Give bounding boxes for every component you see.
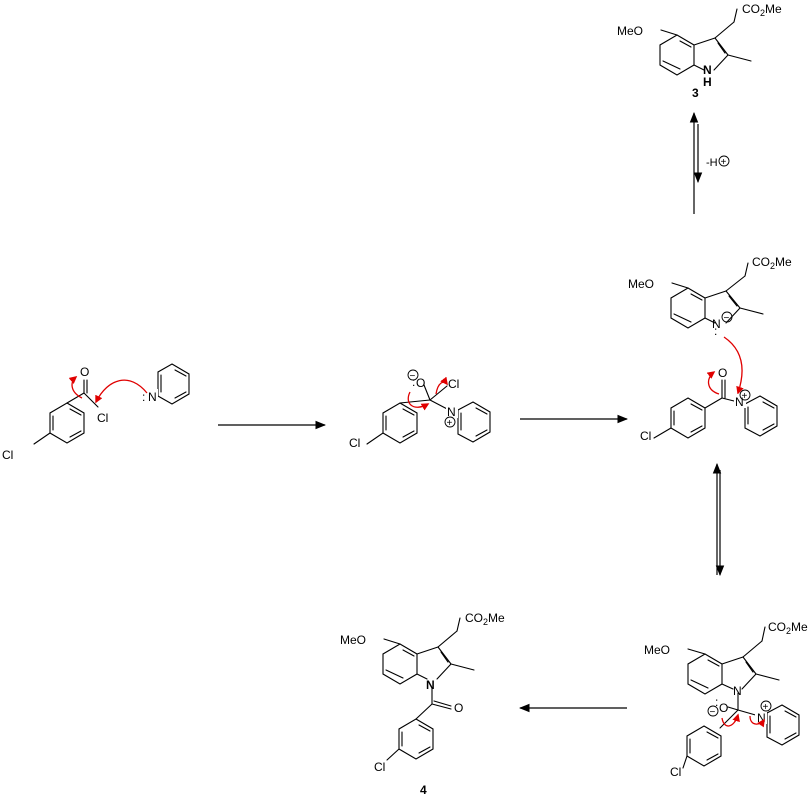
- indole-attack-arrow: [723, 336, 744, 395]
- adduct-indole-nitrogen-label: N: [733, 684, 742, 698]
- tetrahedral-intermediate-molecule: O : − Cl N + Cl: [349, 369, 491, 450]
- acylpyridinium-nitrogen-label: N: [735, 395, 744, 409]
- product-4-chlorine-label: Cl: [374, 760, 385, 774]
- adduct-oxygen-lone-pair: :: [715, 695, 718, 709]
- compound-3-nitrogen-label: N: [703, 63, 712, 77]
- adduct-pyridinium-nitrogen-label: N: [757, 711, 766, 725]
- adduct-oxygen-minus-sign: −: [710, 707, 716, 718]
- compound-3-nh-label: H: [703, 75, 712, 89]
- acyl-oxygen-label: O: [718, 366, 727, 380]
- ester-label: CO2Me: [752, 255, 792, 271]
- methoxy-label: MeO: [628, 277, 654, 291]
- pyridinium-nitrogen-label: N: [447, 405, 456, 419]
- adduct-methoxy-label: MeO: [644, 643, 670, 657]
- product-4-oxygen-label: O: [454, 701, 463, 715]
- acylpyridinium-aryl-chlorine-label: Cl: [640, 429, 651, 443]
- compound-3-methoxy-label: MeO: [617, 24, 643, 38]
- indole-nitrogen-lone-pair: :: [714, 324, 717, 338]
- product-4-methoxy-label: MeO: [340, 633, 366, 647]
- indole-anion-molecule: MeO CO2Me N − :: [628, 255, 792, 338]
- alkoxide-collapse-arrow: [407, 391, 430, 411]
- adduct-oxygen-label: O: [719, 701, 728, 715]
- acylpyridinium-plus-sign: +: [742, 391, 748, 402]
- adduct-collapse-arrow: [721, 713, 740, 727]
- nucleophilic-attack-arrow: [95, 379, 148, 404]
- carbonyl-push-arrow: [68, 376, 83, 399]
- acyl-chloride-molecule: O Cl Cl: [2, 365, 108, 462]
- adduct-ester-label: CO2Me: [768, 620, 808, 636]
- aryl-chlorine-label: Cl: [2, 448, 13, 462]
- compound-3-ester-label: CO2Me: [742, 2, 782, 18]
- acyl-carbonyl-push-arrow: [706, 371, 720, 395]
- pyridine-molecule: N :: [142, 363, 190, 405]
- carbonyl-oxygen-label: O: [80, 365, 89, 379]
- product-4-ester-label: CO2Me: [465, 611, 505, 627]
- adduct-aryl-chlorine-label: Cl: [670, 765, 681, 779]
- nitrogen-lone-pair: :: [142, 390, 145, 404]
- chloride-leaving-arrow: [435, 376, 448, 395]
- product-4-nitrogen-label: N: [426, 678, 435, 692]
- deprotonation-label: -H: [706, 157, 718, 169]
- compound-4-number: 4: [420, 783, 427, 797]
- alkoxide-oxygen-label: O: [416, 376, 425, 390]
- indole-nitrogen-label: N: [712, 317, 721, 331]
- compound-3-molecule: MeO CO2Me N H 3: [617, 2, 782, 100]
- indole-nitrogen-minus-sign: −: [724, 313, 730, 324]
- intermediate-aryl-chlorine-label: Cl: [349, 436, 360, 450]
- product-4-molecule: MeO CO2Me N O Cl 4: [340, 611, 505, 797]
- pyridinium-plus-sign: +: [447, 418, 453, 429]
- acyl-chlorine-label: Cl: [97, 411, 108, 425]
- pyridine-leaving-arrow: [749, 715, 765, 728]
- adduct-pyridinium-plus-sign: +: [763, 702, 769, 713]
- alkoxide-minus-sign: −: [410, 371, 416, 382]
- deprotonation-plus-sign: +: [721, 157, 727, 168]
- acylpyridinium-molecule: O N + Cl: [640, 366, 778, 443]
- indole-adduct-molecule: MeO CO2Me N O : − N + Cl: [644, 620, 808, 779]
- pyridine-nitrogen-label: N: [148, 390, 157, 404]
- alkoxide-lone-pair-dots: :: [412, 375, 415, 389]
- intermediate-chlorine-label: Cl: [448, 377, 459, 391]
- compound-3-number: 3: [692, 86, 699, 100]
